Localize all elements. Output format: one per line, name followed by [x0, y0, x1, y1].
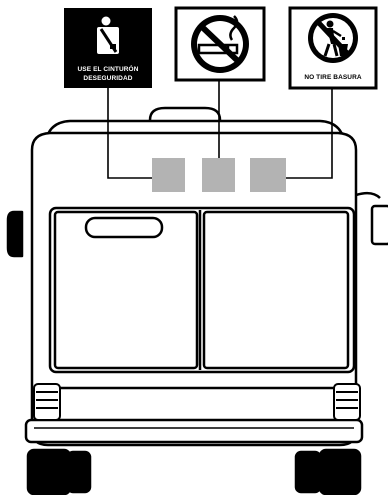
- no-smoking-sign: [176, 8, 264, 80]
- bus-body-outer: [32, 133, 356, 445]
- front-bumper: [26, 420, 362, 442]
- no-littering-sign: NO TIRE BASURA: [290, 8, 376, 88]
- right-front-wheel: [320, 450, 360, 494]
- right-rear-wheel: [296, 452, 320, 492]
- right-headlight: [334, 384, 360, 420]
- seatbelt-sign: USE EL CINTURÓN DESEGURIDAD: [64, 8, 152, 88]
- right-mirror-arm: [356, 193, 380, 198]
- seatbelt-sign-label-line2: DESEGURIDAD: [83, 75, 132, 82]
- sign-placement-markers: [152, 158, 286, 192]
- no-littering-sign-label: NO TIRE BASURA: [304, 74, 362, 81]
- no-smoking-icon: [191, 15, 249, 73]
- right-mirror: [372, 206, 388, 244]
- left-headlight: [34, 384, 60, 420]
- placement-marker-no-littering: [250, 158, 286, 192]
- left-mirror: [8, 212, 22, 256]
- placement-marker-no-smoking: [202, 158, 235, 192]
- roof-vent: [150, 108, 220, 120]
- bus: [8, 108, 388, 494]
- no-littering-icon: [308, 13, 358, 63]
- placement-marker-seatbelt: [152, 158, 185, 192]
- left-front-wheel: [28, 450, 70, 494]
- left-rear-wheel: [68, 452, 90, 492]
- seatbelt-sign-label-line1: USE EL CINTURÓN: [78, 64, 139, 73]
